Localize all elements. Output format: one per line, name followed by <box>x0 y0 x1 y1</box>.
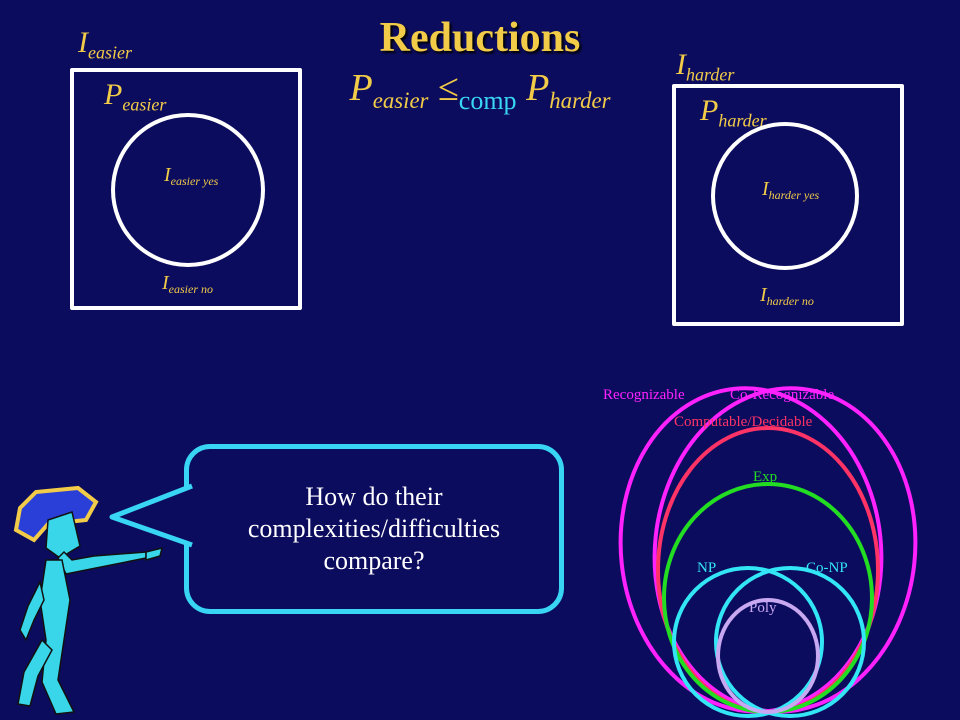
easier-instances-label: Ieasier <box>78 26 132 63</box>
harder-problem-sub: harder <box>718 110 767 131</box>
easier-yes-base: I <box>164 164 171 186</box>
easier-problem-base: P <box>104 78 123 111</box>
harder-problem-label: Pharder <box>700 94 767 131</box>
poly-ellipse <box>716 598 820 714</box>
easier-no-label: Ieasier no <box>162 272 213 295</box>
easier-problem-sub: easier <box>122 94 167 115</box>
co-np-label: Co-NP <box>806 560 848 576</box>
harder-instances-label: Iharder <box>676 48 735 85</box>
slide-title: Reductions <box>379 15 581 61</box>
speech-bubble: How do their complexities/difficulties c… <box>184 444 564 614</box>
harder-no-label: Iharder no <box>760 284 814 307</box>
easier-instances-base: I <box>78 26 88 59</box>
harder-no-sub: harder no <box>766 294 814 309</box>
harder-instances-box <box>672 84 904 326</box>
easier-yes-circle <box>111 113 265 267</box>
speech-bubble-tail <box>109 483 193 548</box>
harder-yes-base: I <box>762 178 769 200</box>
speech-line-2: complexities/difficulties <box>247 514 501 543</box>
easier-no-base: I <box>162 272 169 294</box>
exp-label: Exp <box>753 469 777 485</box>
relation-right-base: P <box>526 67 550 109</box>
relation-left-sub: easier <box>372 87 429 113</box>
relation-operator-sub: comp <box>458 86 517 116</box>
harder-no-base: I <box>760 284 767 306</box>
speech-line-3: compare? <box>323 546 425 575</box>
harder-instances-sub: harder <box>686 64 735 85</box>
recognizable-label: Recognizable <box>603 387 685 403</box>
easier-yes-sub: easier yes <box>170 174 219 189</box>
reduction-relation: Peasier ≤comp Pharder <box>0 66 960 114</box>
complexity-hierarchy: Recognizable Co-Recognizable Computable/… <box>603 386 918 718</box>
co-np-ellipse <box>714 566 866 718</box>
easier-yes-label: Ieasier yes <box>164 164 218 187</box>
pointing-character-icon <box>13 485 164 715</box>
harder-instances-base: I <box>676 48 686 81</box>
co-recognizable-label: Co-Recognizable <box>730 387 834 403</box>
np-label: NP <box>697 560 716 576</box>
relation-left-base: P <box>349 67 373 109</box>
easier-no-sub: easier no <box>168 282 213 297</box>
poly-label: Poly <box>749 600 777 616</box>
harder-yes-circle <box>711 122 859 270</box>
relation-right-sub: harder <box>549 87 611 113</box>
relation-operator: ≤ <box>437 67 459 109</box>
harder-yes-sub: harder yes <box>768 188 820 203</box>
easier-problem-label: Peasier <box>104 78 167 115</box>
harder-yes-label: Iharder yes <box>762 178 819 201</box>
easier-instances-box <box>70 68 302 310</box>
harder-problem-base: P <box>700 94 719 127</box>
speech-line-1: How do their <box>305 482 443 511</box>
easier-instances-sub: easier <box>88 42 132 63</box>
np-ellipse <box>672 566 824 718</box>
computable-label: Computable/Decidable <box>674 414 813 430</box>
